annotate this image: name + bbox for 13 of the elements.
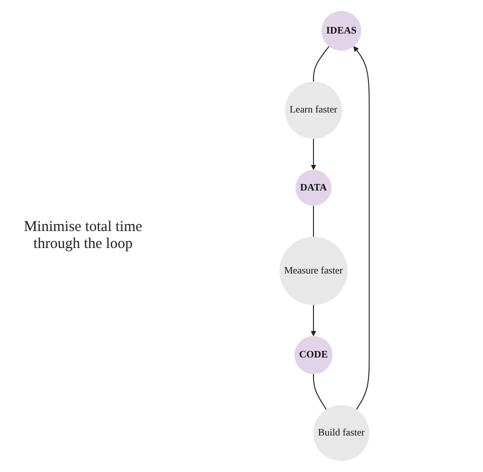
arrow bbox=[354, 46, 370, 410]
node-circle: Build faster bbox=[314, 405, 370, 462]
arrow bbox=[310, 304, 316, 336]
node-circle: DATA bbox=[296, 170, 332, 206]
connector bbox=[313, 205, 314, 238]
arrow bbox=[310, 138, 316, 170]
node-circle: IDEAS bbox=[322, 10, 362, 51]
connector bbox=[313, 46, 330, 82]
center-note: Minimise total time through the loop bbox=[22, 219, 144, 253]
node-circle: Measure faster bbox=[280, 236, 348, 305]
node-circle: CODE bbox=[294, 336, 333, 374]
node-circle: Learn faster bbox=[285, 82, 342, 139]
connector bbox=[313, 374, 327, 410]
